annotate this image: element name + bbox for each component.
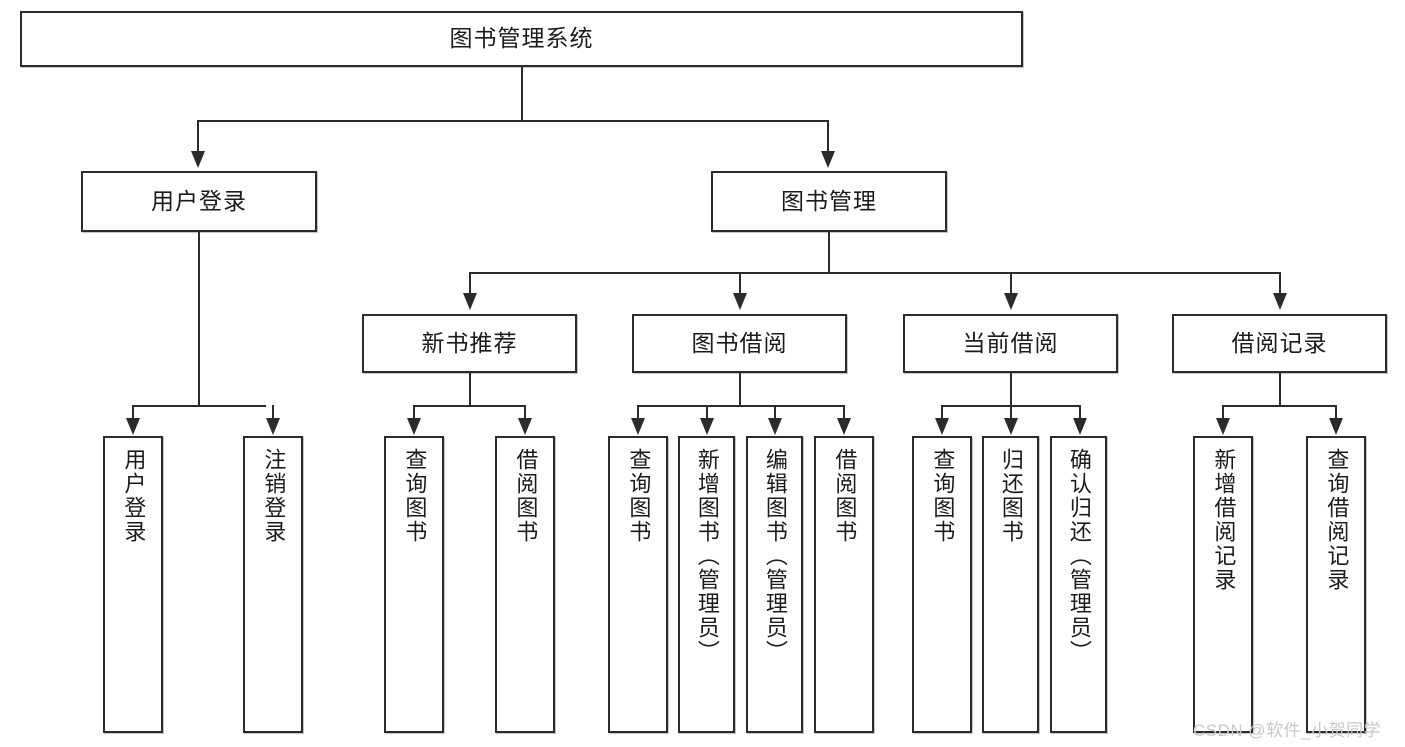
node-borrow-record[interactable]: 借阅记录 xyxy=(1172,314,1387,373)
arrow-to-leaf-cb-query-book xyxy=(935,418,949,435)
leaf-user-login[interactable]: 用户登录 xyxy=(103,436,163,733)
node-label: 确认归还（管理员） xyxy=(1066,448,1092,664)
node-label: 借阅图书 xyxy=(832,448,858,544)
connector-level2-drop-left xyxy=(197,120,199,152)
connector-book-borrow-stem xyxy=(739,373,741,405)
leaf-cb-confirm-return[interactable]: 确认归还（管理员） xyxy=(1050,436,1107,733)
connector-bb-drop-2 xyxy=(706,405,708,419)
arrow-to-leaf-nbr-borrow-book xyxy=(518,418,532,435)
connector-br-drop-1 xyxy=(1222,405,1224,419)
connector-level3-drop-4 xyxy=(1279,272,1281,294)
arrow-to-leaf-cb-confirm-return xyxy=(1073,418,1087,435)
node-label: 用户登录 xyxy=(151,187,247,214)
connector-root-stem xyxy=(521,67,523,120)
connector-cb-drop-1 xyxy=(941,405,943,419)
connector-borrow-record-bus xyxy=(1222,405,1337,407)
arrow-to-leaf-bb-query-book xyxy=(631,418,645,435)
node-label: 图书管理系统 xyxy=(449,25,594,52)
connector-level3-drop-3 xyxy=(1010,272,1012,294)
leaf-bb-query-book[interactable]: 查询图书 xyxy=(608,436,668,733)
connector-nbr-drop-2 xyxy=(524,405,526,419)
arrow-to-leaf-bb-edit-book xyxy=(768,418,782,435)
connector-new-book-recommend-stem xyxy=(469,373,471,405)
connector-level2-drop-right xyxy=(827,120,829,152)
node-label: 查询图书 xyxy=(930,448,956,544)
node-label: 注销登录 xyxy=(261,448,287,544)
connector-book-management-stem xyxy=(828,232,830,272)
node-label: 查询图书 xyxy=(626,448,652,544)
node-root-book-management-system[interactable]: 图书管理系统 xyxy=(20,11,1023,67)
leaf-cb-query-book[interactable]: 查询图书 xyxy=(912,436,972,733)
connector-level3-drop-1 xyxy=(469,272,471,294)
connector-user-login-bus xyxy=(132,405,266,407)
node-label: 图书管理 xyxy=(781,187,877,214)
connector-user-login-drop-2 xyxy=(272,405,274,419)
connector-user-login-drop-1 xyxy=(132,405,134,419)
connector-borrow-record-stem xyxy=(1279,373,1281,405)
arrow-to-book-management xyxy=(821,151,835,168)
node-current-borrow[interactable]: 当前借阅 xyxy=(903,314,1118,373)
node-label: 用户登录 xyxy=(121,448,147,544)
node-label: 新增图书（管理员） xyxy=(694,448,720,664)
arrow-to-current-borrow xyxy=(1004,293,1018,310)
arrow-to-user-login xyxy=(191,151,205,168)
connector-nbr-drop-1 xyxy=(413,405,415,419)
node-label: 查询图书 xyxy=(402,448,428,544)
node-label: 查询借阅记录 xyxy=(1324,448,1350,592)
connector-bb-drop-4 xyxy=(843,405,845,419)
arrow-to-leaf-cb-return-book xyxy=(1004,418,1018,435)
node-book-borrow[interactable]: 图书借阅 xyxy=(632,314,847,373)
arrow-to-leaf-br-query-record xyxy=(1329,418,1343,435)
connector-bb-drop-1 xyxy=(637,405,639,419)
connector-user-login-stem xyxy=(198,232,200,405)
node-label: 图书借阅 xyxy=(691,329,788,356)
leaf-cb-return-book[interactable]: 归还图书 xyxy=(982,436,1039,733)
connector-level3-drop-2 xyxy=(739,272,741,294)
leaf-br-add-record[interactable]: 新增借阅记录 xyxy=(1193,436,1253,733)
connector-book-borrow-bus xyxy=(637,405,845,407)
connector-cb-drop-3 xyxy=(1079,405,1081,419)
node-label: 当前借阅 xyxy=(962,329,1059,356)
leaf-nbr-query-book[interactable]: 查询图书 xyxy=(384,436,444,733)
arrow-to-leaf-user-login xyxy=(126,418,140,435)
connector-cb-drop-2 xyxy=(1010,405,1012,419)
arrow-to-book-borrow xyxy=(733,293,747,310)
connector-current-borrow-stem xyxy=(1010,373,1012,405)
arrow-to-leaf-bb-add-book xyxy=(700,418,714,435)
leaf-logout[interactable]: 注销登录 xyxy=(243,436,303,733)
node-book-management[interactable]: 图书管理 xyxy=(711,171,947,232)
node-user-login[interactable]: 用户登录 xyxy=(81,171,317,232)
leaf-bb-borrow-book[interactable]: 借阅图书 xyxy=(814,436,874,733)
leaf-br-query-record[interactable]: 查询借阅记录 xyxy=(1306,436,1366,733)
connector-br-drop-2 xyxy=(1335,405,1337,419)
node-new-book-recommend[interactable]: 新书推荐 xyxy=(362,314,577,373)
node-label: 归还图书 xyxy=(998,448,1024,544)
leaf-nbr-borrow-book[interactable]: 借阅图书 xyxy=(495,436,555,733)
node-label: 新书推荐 xyxy=(421,329,518,356)
connector-bb-drop-3 xyxy=(774,405,776,419)
arrow-to-new-book-recommend xyxy=(463,293,477,310)
connector-level2-bus xyxy=(197,120,829,122)
node-label: 新增借阅记录 xyxy=(1211,448,1237,592)
arrow-to-borrow-record xyxy=(1273,293,1287,310)
node-label: 编辑图书（管理员） xyxy=(762,448,788,664)
arrow-to-leaf-bb-borrow-book xyxy=(837,418,851,435)
arrow-to-leaf-logout xyxy=(266,418,280,435)
connector-level3-bus xyxy=(469,272,1280,274)
connector-new-book-recommend-bus xyxy=(413,405,526,407)
leaf-bb-add-book[interactable]: 新增图书（管理员） xyxy=(678,436,735,733)
leaf-bb-edit-book[interactable]: 编辑图书（管理员） xyxy=(746,436,803,733)
csdn-watermark: CSDN @软件_小贺同学 xyxy=(1193,721,1382,740)
node-label: 借阅图书 xyxy=(513,448,539,544)
arrow-to-leaf-br-add-record xyxy=(1216,418,1230,435)
arrow-to-leaf-nbr-query-book xyxy=(407,418,421,435)
node-label: 借阅记录 xyxy=(1231,329,1328,356)
